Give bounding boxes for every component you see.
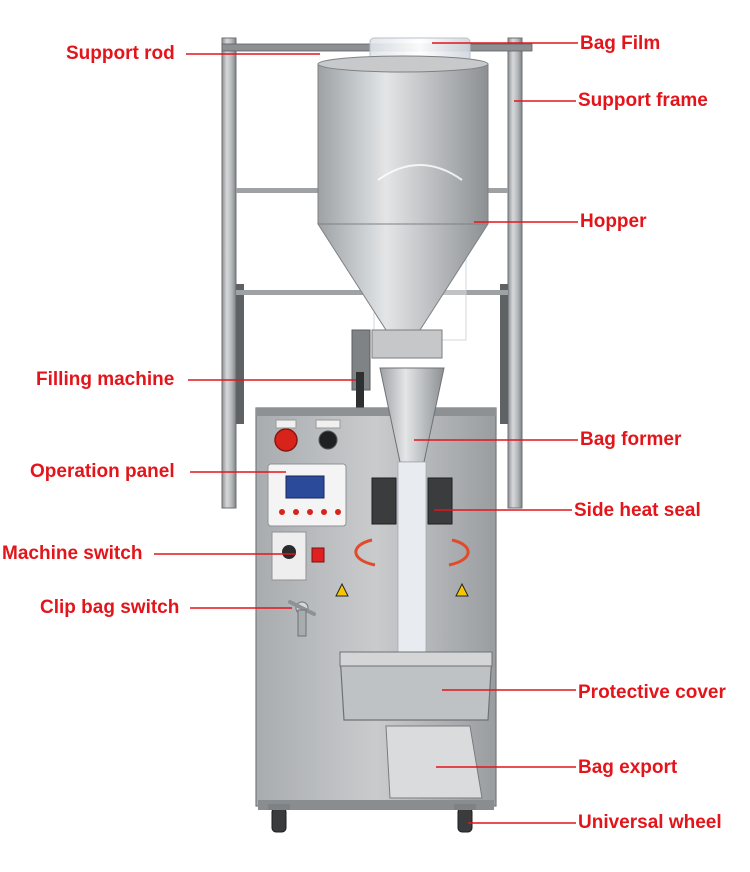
side-heat-seal	[354, 477, 470, 567]
label-machine-switch: Machine switch	[2, 543, 143, 564]
label-operation-panel: Operation panel	[30, 461, 175, 482]
support-frame	[221, 37, 523, 509]
label-support-frame: Support frame	[578, 90, 708, 111]
red-switch-icon	[311, 547, 325, 563]
label-clip-bag-switch: Clip bag switch	[40, 597, 180, 618]
label-filling-machine: Filling machine	[36, 369, 175, 390]
label-side-heat-seal: Side heat seal	[574, 500, 701, 521]
machine-switch	[271, 531, 325, 581]
rotary-knob-icon	[282, 545, 296, 559]
bag-export	[385, 725, 483, 799]
filling-machine	[351, 329, 443, 412]
protective-cover	[339, 651, 493, 721]
label-protective-cover: Protective cover	[578, 682, 726, 703]
label-bag-export: Bag export	[578, 757, 678, 778]
operation-panel	[267, 463, 347, 527]
leader-lines	[154, 42, 578, 824]
hopper	[317, 55, 489, 331]
emergency-stop-button-icon	[274, 419, 298, 452]
label-universal-wheel: Universal wheel	[578, 812, 722, 833]
bag-former	[379, 367, 445, 653]
lever-handle-icon	[288, 600, 316, 637]
caster-wheel-icon	[268, 804, 476, 833]
gauge-icon	[315, 419, 341, 450]
label-bag-film: Bag Film	[580, 33, 661, 54]
label-support-rod: Support rod	[66, 43, 175, 64]
warning-triangle-icon	[335, 582, 469, 597]
label-bag-former: Bag former	[580, 429, 682, 450]
label-hopper: Hopper	[580, 211, 647, 232]
